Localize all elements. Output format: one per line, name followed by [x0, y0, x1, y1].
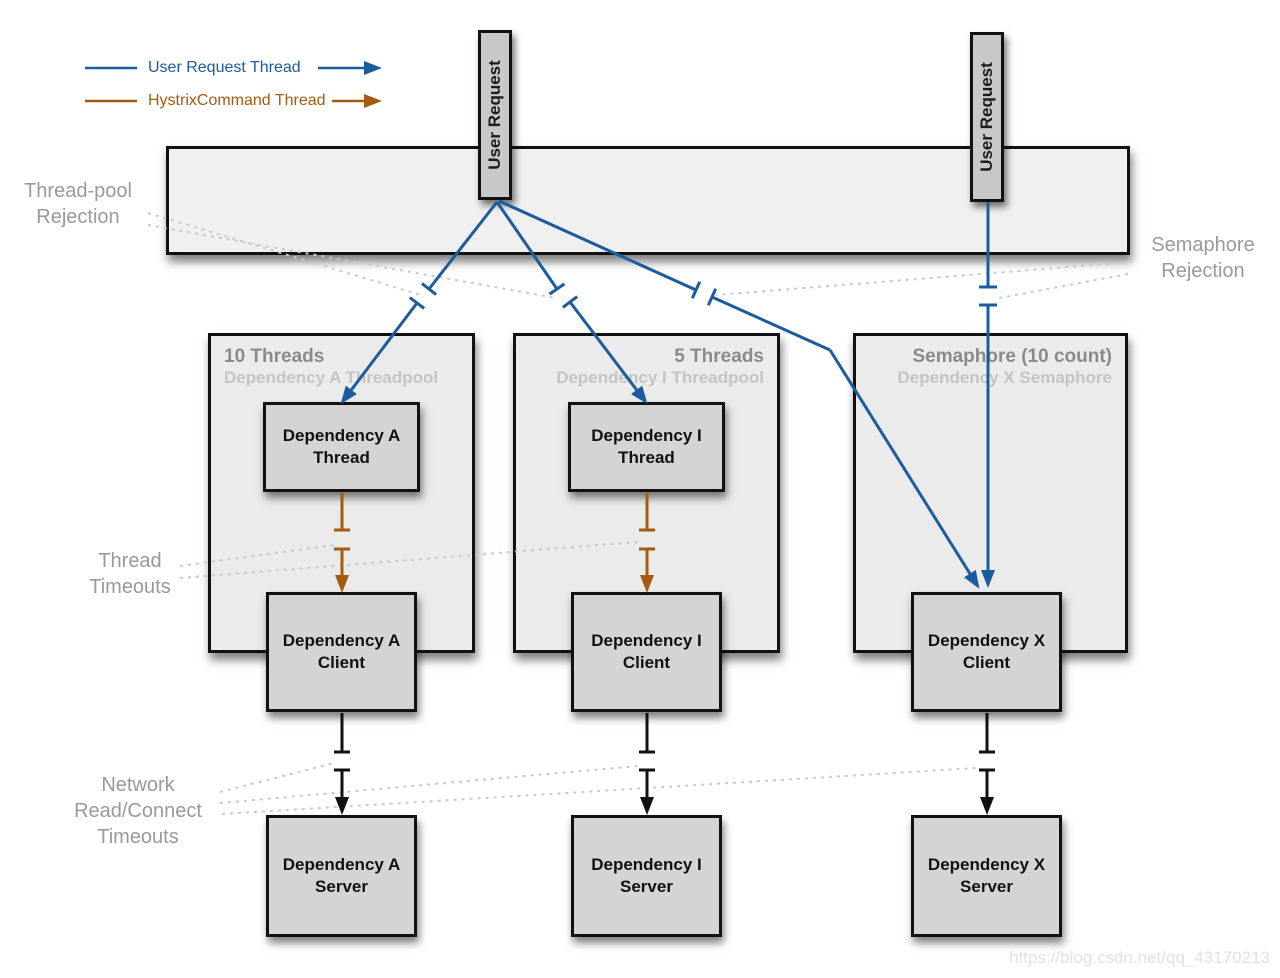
user-request-box-1: User Request: [478, 30, 512, 200]
annotation-thread-pool-rejection: Thread-pool Rejection: [24, 180, 132, 228]
semaphore-x-subtitle: Dependency X Semaphore: [897, 368, 1112, 387]
annotation-thread-timeouts: Thread Timeouts: [89, 550, 171, 598]
user-request-box-2: User Request: [970, 32, 1004, 202]
dependency-a-server-box: Dependency A Server: [266, 815, 417, 937]
leader-network-timeout-x: [221, 767, 977, 815]
dependency-x-client-box: Dependency X Client: [911, 592, 1062, 712]
dependency-i-server-box: Dependency I Server: [571, 815, 722, 937]
dependency-i-client-box: Dependency I Client: [571, 592, 722, 712]
annotation-semaphore-rejection: Semaphore Rejection: [1151, 234, 1255, 282]
semaphore-x-title: Semaphore (10 count): [912, 346, 1112, 367]
dependency-i-thread-box: Dependency I Thread: [568, 402, 725, 492]
leader-semaphore-rejection-diagonal: [715, 261, 1133, 296]
watermark-url: https://blog.csdn.net/qq_43170213: [1009, 948, 1270, 967]
network-connector-lines: [334, 713, 995, 815]
user-request-box-2-label: User Request: [977, 62, 997, 172]
threadpool-i-title: 5 Threads: [674, 346, 764, 367]
user-request-box-1-label: User Request: [485, 60, 505, 170]
threadpool-a-subtitle: Dependency A Threadpool: [224, 368, 439, 387]
dependency-a-thread-box: Dependency A Thread: [263, 402, 420, 492]
legend-user-request-thread-label: User Request Thread: [148, 59, 301, 76]
dependency-x-server-box: Dependency X Server: [911, 815, 1062, 937]
threadpool-i-subtitle: Dependency I Threadpool: [556, 368, 764, 387]
annotation-network-timeouts: Network Read/Connect Timeouts: [74, 774, 202, 848]
leader-semaphore-rejection-vertical: [993, 273, 1129, 300]
legend-hystrixcommand-thread-label: HystrixCommand Thread: [148, 92, 326, 109]
threadpool-a-title: 10 Threads: [224, 346, 325, 367]
leader-network-timeout-i: [219, 765, 639, 804]
dependency-a-client-box: Dependency A Client: [266, 592, 417, 712]
leader-network-timeout-a: [219, 762, 335, 793]
